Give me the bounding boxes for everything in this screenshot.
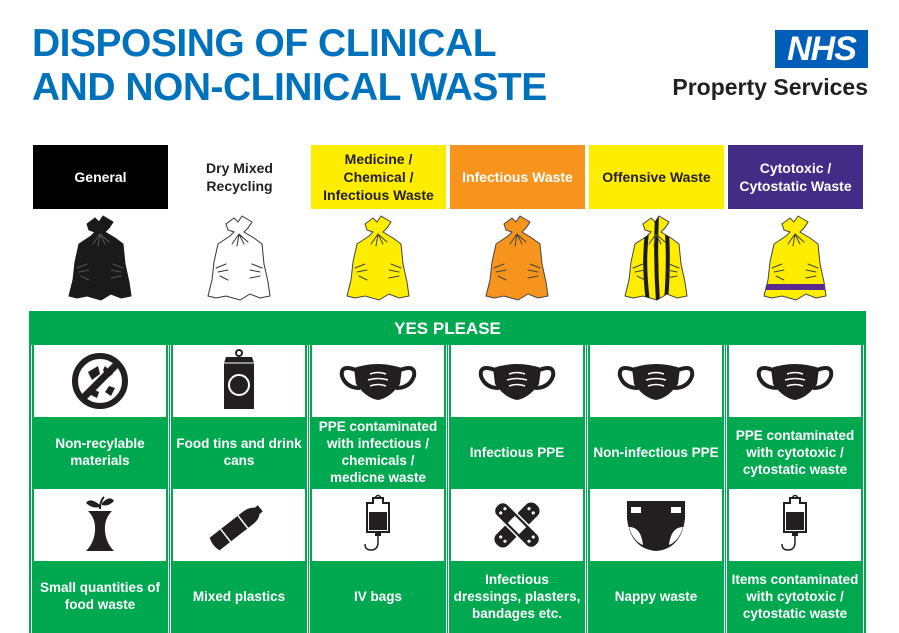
column-offensive: Non-infectious PPE Nappy waste <box>587 345 725 633</box>
item-label: Infectious dressings, plasters, bandages… <box>453 571 581 621</box>
iv-bag-icon <box>312 489 444 561</box>
category-cytotoxic-cytostatic: Cytotoxic / Cytostatic Waste <box>728 145 863 209</box>
face-mask-icon <box>451 345 583 417</box>
item-label: Non-infectious PPE <box>593 444 719 460</box>
item-label: Infectious PPE <box>469 444 565 460</box>
column-dry-mixed-recycling: Food tins and drink cans Mixed plastics <box>170 345 308 633</box>
item-label: PPE contaminated with infectious / chemi… <box>318 419 438 485</box>
no-recycle-icon <box>34 345 166 417</box>
bandage-icon <box>451 489 583 561</box>
black-bag-icon <box>65 214 135 304</box>
panel-title: YES PLEASE <box>394 319 501 338</box>
title-line-1: DISPOSING OF CLINICAL <box>32 22 497 65</box>
face-mask-icon <box>729 345 861 417</box>
category-infectious: Infectious Waste <box>450 145 585 209</box>
yellow-purple-band-bag-icon <box>760 214 830 304</box>
logo-subtitle: Property Services <box>672 74 868 100</box>
apple-core-icon <box>34 489 166 561</box>
category-offensive: Offensive Waste <box>589 145 724 209</box>
category-medicine-chemical-infectious: Medicine / Chemical / Infectious Waste <box>311 145 446 209</box>
category-dry-mixed-recycling: Dry Mixed Recycling <box>172 145 307 209</box>
item-label: Food tins and drink cans <box>176 436 302 468</box>
nappy-icon <box>590 489 722 561</box>
drink-can-icon <box>173 345 305 417</box>
category-headers: General Dry Mixed Recycling Medicine / C… <box>33 145 863 209</box>
item-label: PPE contaminated with cytotoxic / cytost… <box>735 427 855 477</box>
yes-please-panel: YES PLEASE Non-recylable materials Small… <box>29 311 866 633</box>
item-label: Items contaminated with cytotoxic / cyto… <box>731 571 859 621</box>
orange-bag-icon <box>482 214 552 304</box>
column-infectious: Infectious PPE Infectious dressings, pla… <box>448 345 586 633</box>
column-cytotoxic-cytostatic: PPE contaminated with cytotoxic / cytost… <box>726 345 864 633</box>
item-label: Small quantities of food waste <box>39 580 161 612</box>
clear-bag-icon <box>204 214 274 304</box>
column-medicine-chemical-infectious: PPE contaminated with infectious / chemi… <box>309 345 447 633</box>
nhs-logo: NHS <box>775 30 868 68</box>
item-label: IV bags <box>353 588 402 604</box>
column-general: Non-recylable materials Small quantities… <box>31 345 169 633</box>
item-label: Nappy waste <box>614 588 698 604</box>
face-mask-icon <box>590 345 722 417</box>
item-label: Non-recylable materials <box>55 436 145 468</box>
category-general: General <box>33 145 168 209</box>
item-label: Mixed plastics <box>192 588 286 604</box>
yellow-bag-icon <box>343 214 413 304</box>
iv-bag-icon <box>729 489 861 561</box>
page-title: DISPOSING OF CLINICAL AND NON-CLINICAL W… <box>32 22 547 110</box>
face-mask-icon <box>312 345 444 417</box>
title-line-2: AND NON-CLINICAL WASTE <box>32 66 547 109</box>
yellow-black-striped-bag-icon <box>621 214 691 304</box>
plastic-bottle-icon <box>173 489 305 561</box>
